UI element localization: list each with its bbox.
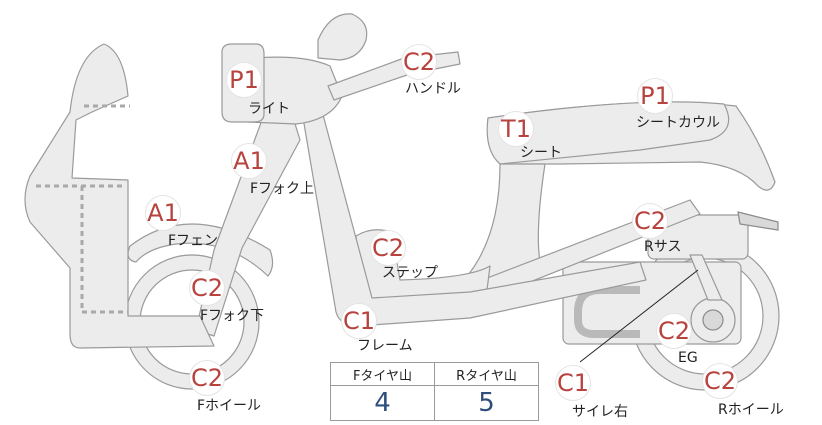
label-seat-cowl: シートカウル	[636, 115, 720, 131]
grade-badge-step: C2	[370, 230, 406, 266]
grade-badge-eg: C2	[656, 313, 692, 349]
label-eg: EG	[678, 350, 698, 366]
grade-badge-rwheel: C2	[702, 363, 738, 399]
leader-line	[579, 269, 699, 363]
front-tread-value: 4	[330, 385, 435, 421]
grade-badge-ffender: A1	[145, 195, 181, 231]
label-ffork-lower: Fフォク下	[200, 308, 265, 324]
tire-tread-table: Fタイヤ山 Rタイヤ山 4 5	[330, 362, 539, 421]
label-ffender: Fフェン	[168, 233, 219, 249]
grade-badge-handle: C2	[401, 44, 437, 80]
grade-badge-seat-cowl: P1	[637, 78, 673, 114]
rear-suspension-shape	[647, 211, 779, 301]
grade-badge-muffler: C1	[555, 365, 591, 401]
label-rwheel: Rホイール	[718, 402, 784, 418]
label-ffork-upper: Fフォク上	[250, 181, 315, 197]
label-handle: ハンドル	[405, 81, 461, 97]
label-muffler: サイレ右	[572, 404, 628, 420]
label-frame: フレーム	[357, 338, 413, 354]
label-seat: シート	[520, 145, 562, 161]
grade-badge-ffork-upper: A1	[231, 143, 267, 179]
front-body-shape	[24, 43, 215, 349]
grade-badge-fwheel: C2	[189, 360, 225, 396]
mirror-shape	[317, 13, 368, 61]
rear-tread-header: Rタイヤ山	[434, 362, 539, 386]
label-light: ライト	[248, 101, 290, 117]
grade-badge-light: P1	[226, 62, 262, 98]
seat-shape	[486, 101, 730, 165]
grade-badge-seat: T1	[498, 111, 534, 147]
label-step: ステップ	[382, 265, 438, 281]
grade-badge-frame: C1	[341, 303, 377, 339]
grade-badge-ffork-lower: C2	[189, 270, 225, 306]
label-fwheel: Fホイール	[197, 398, 262, 414]
label-rsus: Rサス	[644, 239, 682, 255]
rear-tread-value: 5	[434, 385, 539, 421]
front-tread-header: Fタイヤ山	[330, 362, 435, 386]
grade-badge-rsus: C2	[632, 203, 668, 239]
